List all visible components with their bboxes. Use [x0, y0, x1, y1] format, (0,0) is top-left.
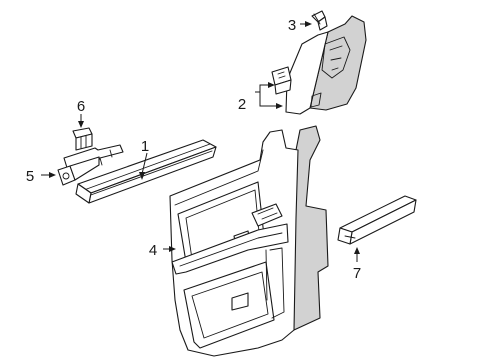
callout-1: 1	[141, 138, 149, 155]
part-1-sill-plate	[75, 139, 217, 204]
part-3-clip	[311, 10, 328, 31]
leader-lines	[41, 21, 360, 262]
callouts: 1 2 3 4 5 6 7	[26, 17, 361, 282]
leader-1	[141, 152, 148, 175]
arrowhead-2a	[268, 82, 275, 88]
callout-4: 4	[149, 242, 157, 259]
part-4-door-trim-panel	[169, 125, 329, 357]
arrowhead-5	[49, 172, 56, 178]
callout-3: 3	[288, 17, 296, 34]
arrowhead-2b	[276, 103, 283, 109]
arrowhead-1	[139, 172, 145, 180]
arrowhead-3	[305, 21, 312, 27]
arrowhead-6	[78, 121, 84, 128]
callout-2: 2	[238, 96, 246, 113]
arrowhead-4	[169, 246, 176, 252]
arrowhead-7	[354, 247, 360, 254]
part-7-trim-piece	[337, 195, 417, 245]
callout-7: 7	[353, 265, 361, 282]
part-6-clip	[72, 127, 93, 151]
leader-2	[255, 84, 276, 107]
callout-5: 5	[26, 168, 34, 185]
part-2-pillar-trim	[271, 15, 367, 115]
callout-6: 6	[77, 98, 85, 115]
part-5-bracket	[57, 144, 124, 186]
